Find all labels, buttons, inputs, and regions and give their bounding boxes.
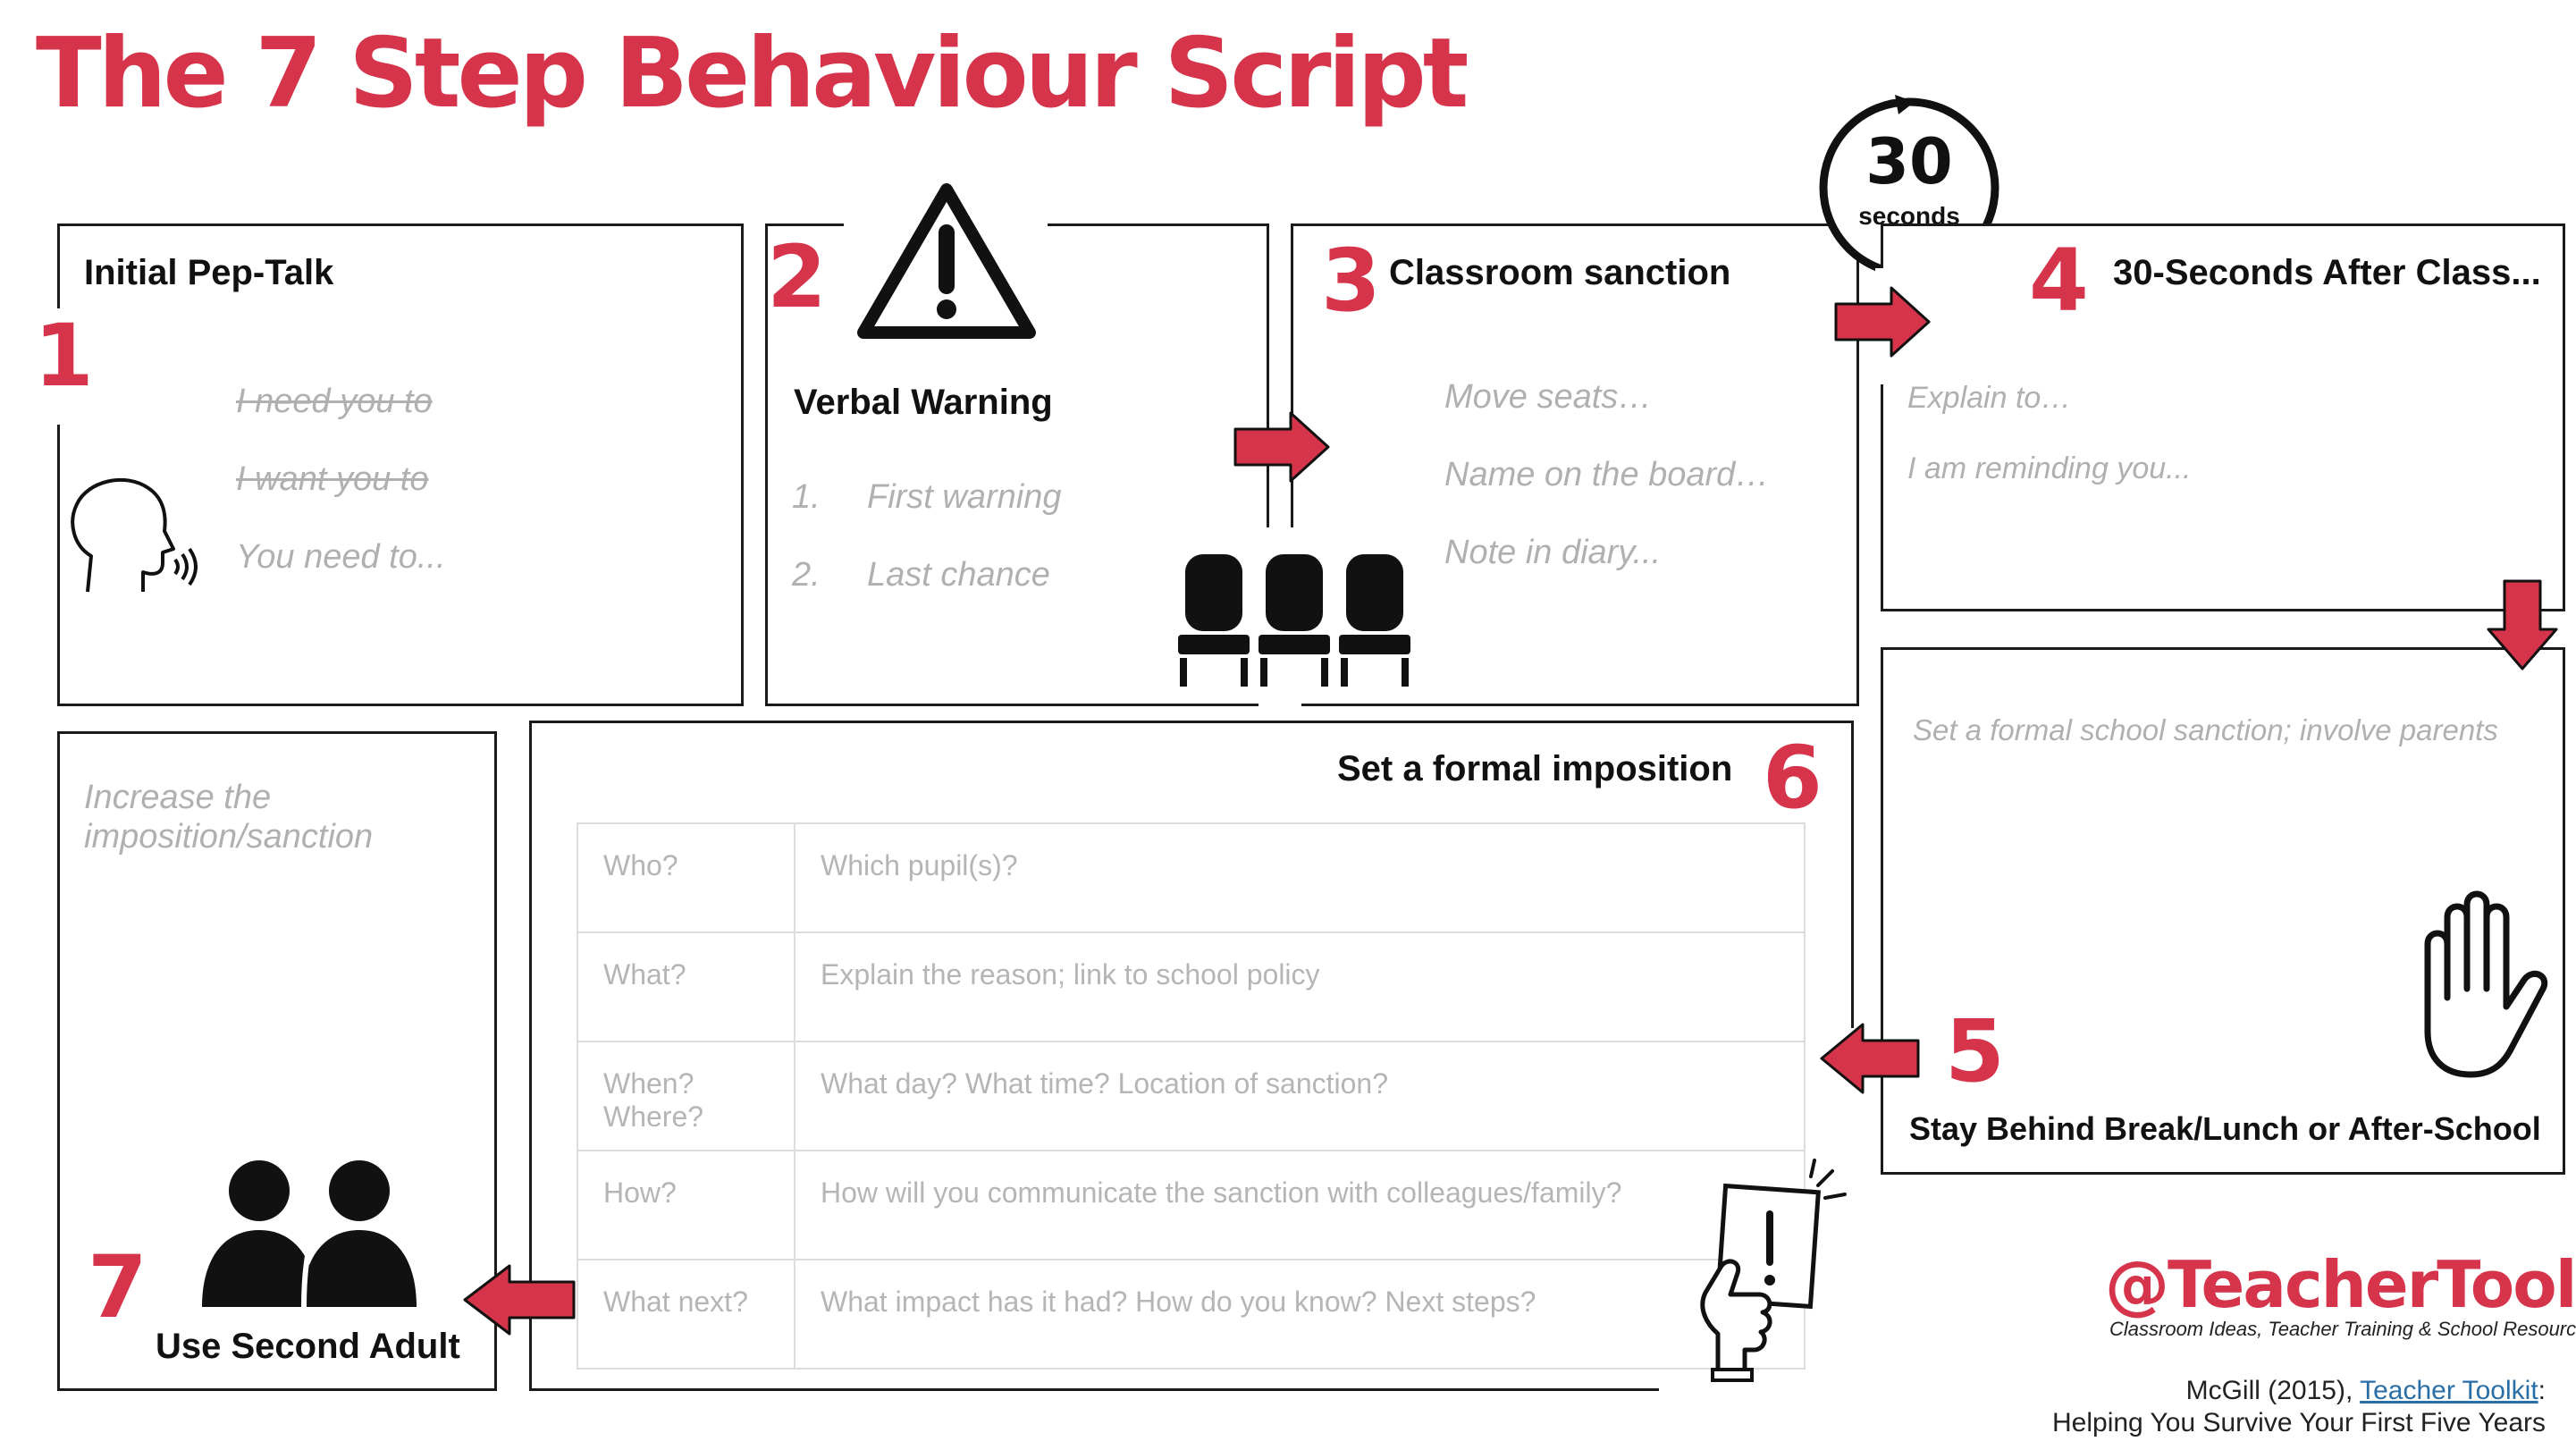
step1-line-1: I need you to [236,383,433,420]
step5-number: 5 [1945,1001,2005,1101]
step1-line-2: I want you to [236,460,429,498]
step3-number: 3 [1321,231,1381,331]
brand-tagline: Classroom Ideas, Teacher Training & Scho… [2109,1318,2576,1340]
table-row: What? Explain the reason; link to school… [577,932,1806,1042]
step2-item-1: First warning [867,478,1062,516]
speaking-head-icon [71,477,198,593]
table-cell-question: When? Where? [577,1041,796,1151]
cinema-seats-icon [1178,554,1410,687]
step4-number: 4 [2029,231,2089,331]
citation-prefix: McGill (2015), [2185,1376,2353,1405]
step2-item-2-index: 2. [792,556,821,594]
table-cell-answer: Explain the reason; link to school polic… [794,932,1806,1042]
citation-line2: Helping You Survive Your First Five Year… [2052,1408,2546,1437]
imposition-table: Who? Which pupil(s)? What? Explain the r… [577,822,1806,1370]
step2-number: 2 [767,227,827,327]
step1-box [57,223,744,706]
page-title: The 7 Step Behaviour Script [36,18,1469,130]
step5-hint: Set a formal school sanction; involve pa… [1913,713,2498,746]
step4-line-2: I am reminding you... [1907,451,2192,485]
two-people-icon [202,1160,417,1308]
warning-triangle-icon [857,183,1036,339]
citation-suffix: : [2538,1376,2546,1405]
step1-number: 1 [34,306,94,406]
citation-link[interactable]: Teacher Toolkit [2360,1376,2538,1405]
arrow-icon [1820,1023,1920,1094]
arrow-icon [1834,286,1931,358]
step5-heading: Stay Behind Break/Lunch or After-School [1909,1110,2541,1147]
step2-heading: Verbal Warning [794,383,1053,422]
table-cell-question: What next? [577,1259,796,1370]
timer-value: 30 [1865,125,1953,198]
table-cell-answer: What day? What time? Location of sanctio… [794,1041,1806,1151]
step6-number: 6 [1763,728,1823,828]
table-row: How? How will you communicate the sancti… [577,1150,1806,1260]
table-cell-question: How? [577,1150,796,1260]
raised-hand-icon [2424,890,2547,1078]
step3-line-1: Move seats… [1444,378,1653,416]
step3-heading: Classroom sanction [1389,253,1731,292]
step1-line-3: You need to... [236,538,446,576]
step7-number: 7 [88,1237,147,1337]
step2-item-1-index: 1. [792,478,821,516]
table-row: Who? Which pupil(s)? [577,822,1806,933]
table-cell-answer: How will you communicate the sanction wi… [794,1150,1806,1260]
step6-heading: Set a formal imposition [1337,749,1733,788]
arrow-icon [2487,579,2558,670]
step4-line-1: Explain to… [1907,381,2072,415]
step1-heading: Initial Pep-Talk [84,253,334,292]
table-cell-question: What? [577,932,796,1042]
table-cell-answer: Which pupil(s)? [794,822,1806,933]
step7-heading: Use Second Adult [156,1327,460,1366]
step3-line-3: Note in diary... [1444,534,1662,571]
citation: McGill (2015), Teacher Toolkit: Helping … [2052,1375,2546,1439]
table-cell-answer: What impact has it had? How do you know?… [794,1259,1806,1370]
step7-hint: Increase the imposition/sanction [84,779,374,856]
table-row: What next? What impact has it had? How d… [577,1259,1806,1370]
yellow-card-icon [1700,1159,1847,1382]
step4-box [1881,223,2565,611]
step3-line-2: Name on the board… [1444,456,1770,493]
step2-item-2: Last chance [867,556,1050,594]
table-cell-question: Who? [577,822,796,933]
arrow-icon [463,1264,576,1336]
arrow-icon [1233,411,1330,483]
table-row: When? Where? What day? What time? Locati… [577,1041,1806,1151]
step4-heading: 30-Seconds After Class... [2113,253,2541,292]
